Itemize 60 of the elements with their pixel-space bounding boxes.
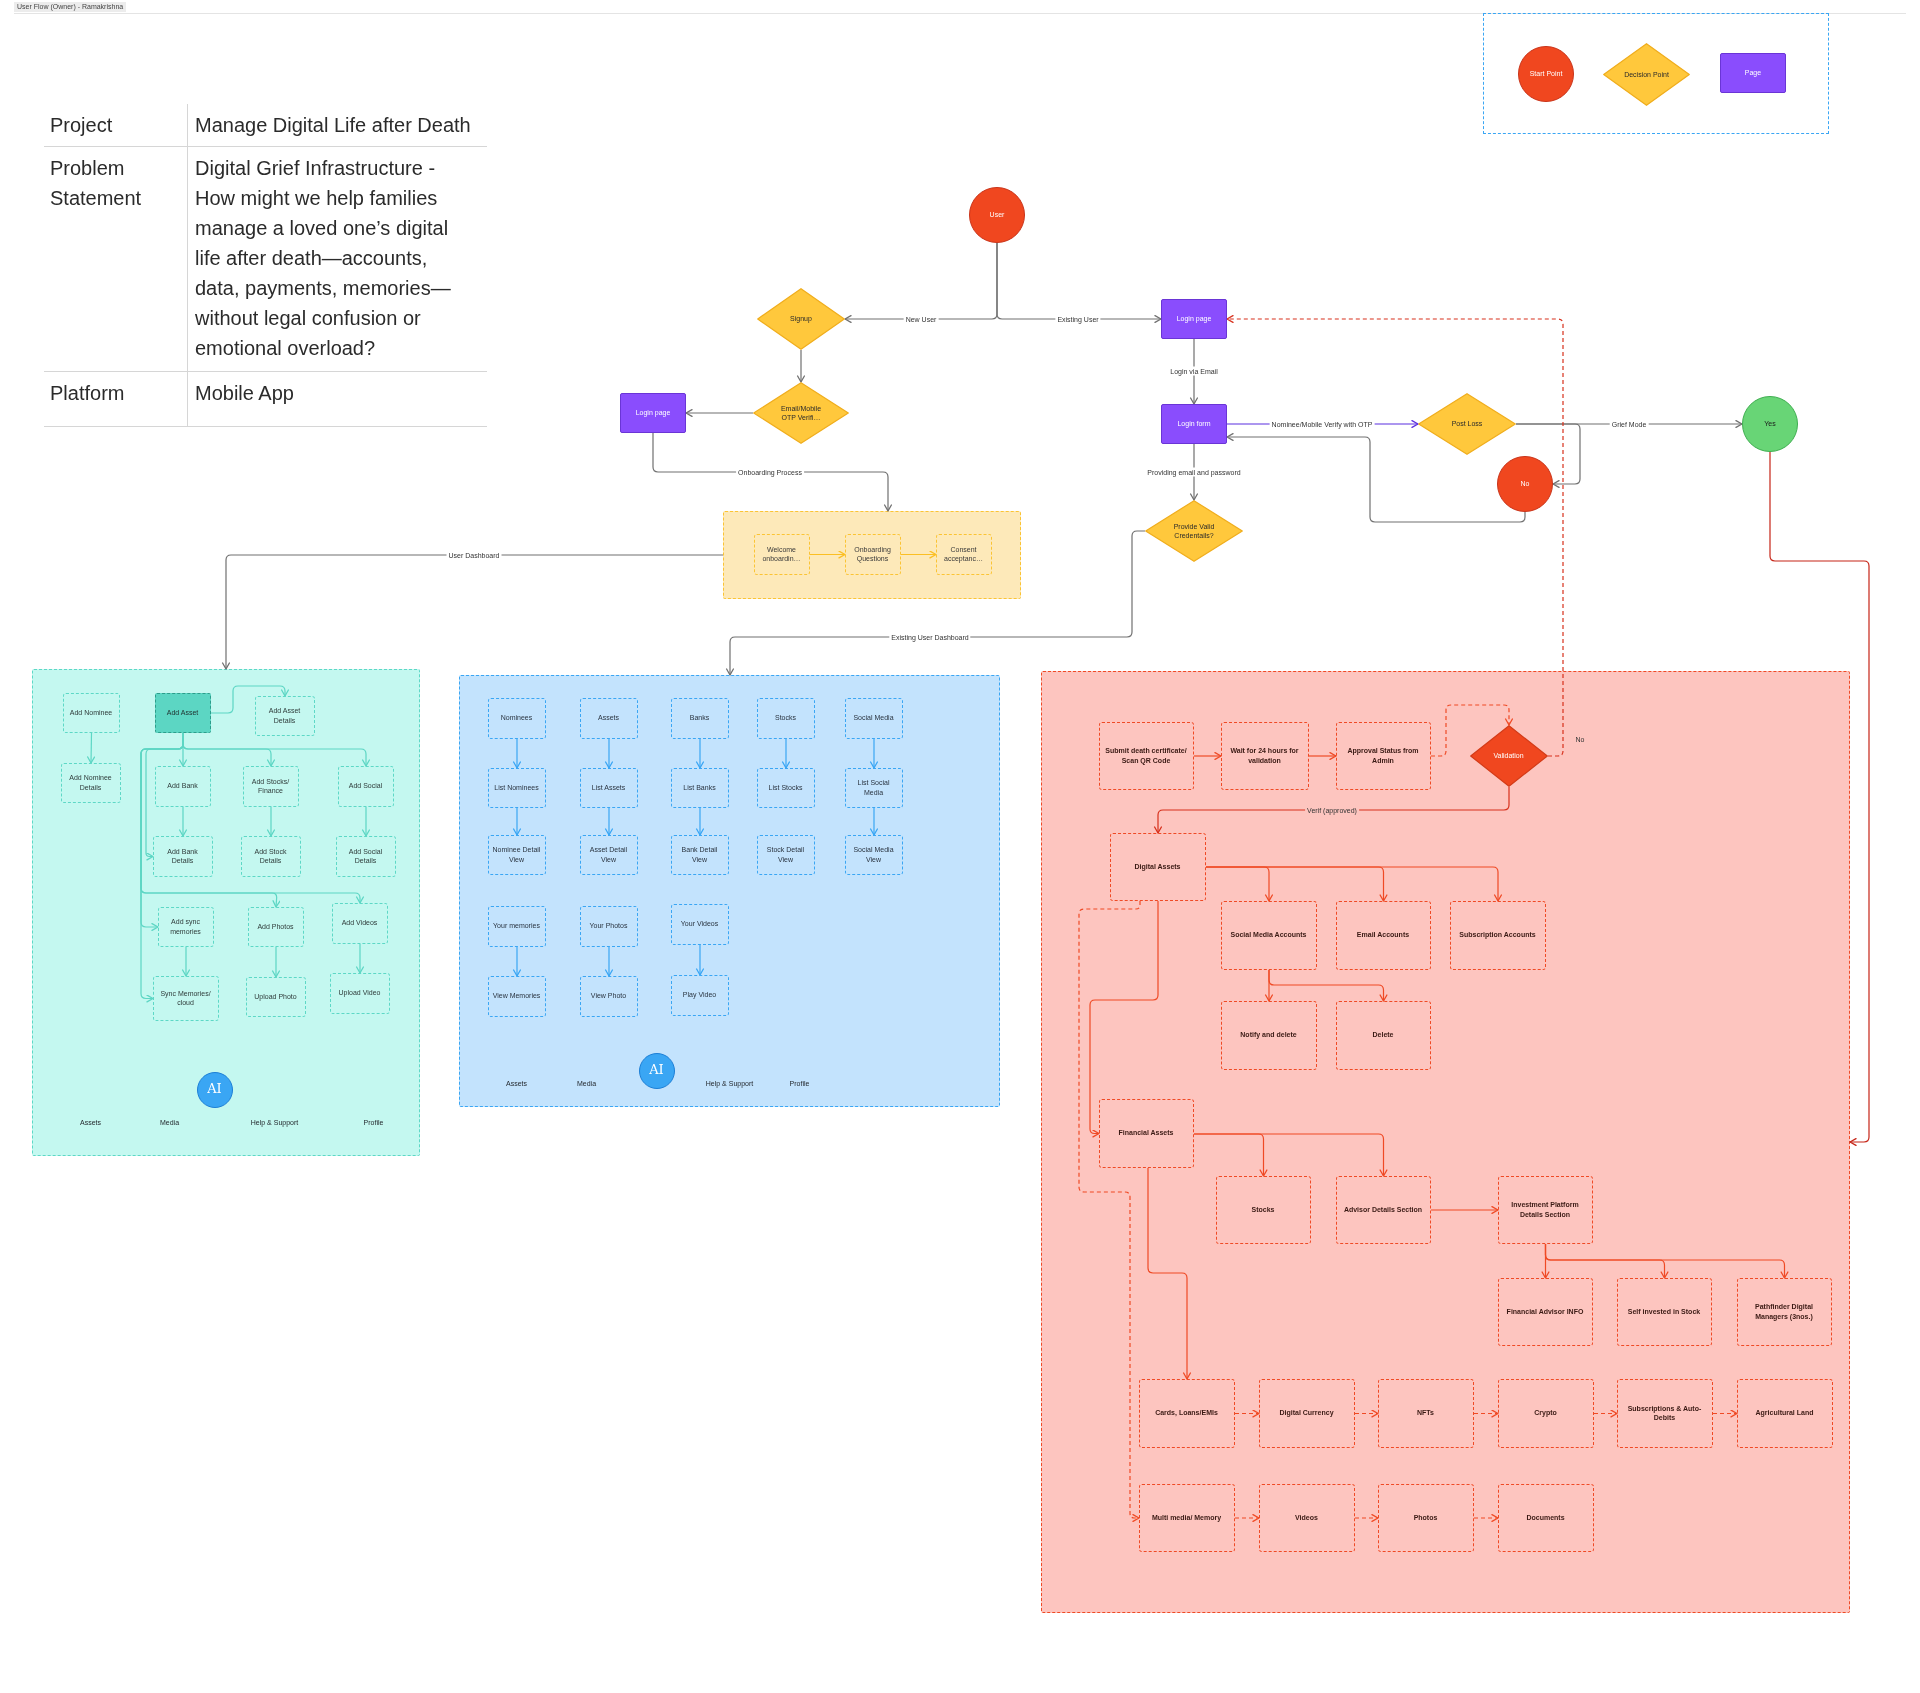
connector-arrow [512,946,522,977]
connector-arrow [512,807,522,836]
connector-arrow [1078,900,1141,1523]
connector-arrow [1354,1513,1379,1523]
connector-arrow [869,738,879,769]
onboarding-group [723,511,1021,599]
connector-arrow [1473,1409,1499,1418]
connector-arrow [1268,969,1388,1002]
row-value: Manage Digital Life after Death [187,104,487,146]
connector-arrow [1193,751,1222,761]
connector-arrow [695,738,705,769]
connector-arrow [796,349,806,383]
section-panel [32,669,420,1156]
row-label: Problem Statement [49,156,143,211]
connector-arrow [1593,1409,1618,1418]
connector-arrow [1308,751,1337,761]
row-label: Platform [49,381,126,406]
connector-arrow [178,806,188,837]
connector-arrow [1234,1513,1260,1523]
ai-circle: AI [196,1071,233,1108]
row-value: Mobile App [187,372,487,426]
connector-arrow [1712,1409,1738,1418]
row-label: Project [49,113,114,138]
connector-arrow [604,738,614,769]
connector-arrow [604,946,614,977]
connector-arrow [87,732,96,764]
connector-arrow [869,807,879,836]
connector-arrow [1147,1167,1192,1380]
section-panel [1041,671,1850,1613]
connector-arrow [361,806,371,837]
connector-arrow [1189,338,1199,405]
connector-arrow [1473,1513,1499,1523]
connector-arrow [1769,451,1870,1147]
connector-arrow [1234,1409,1260,1418]
connector-arrow [210,685,290,714]
connector-arrow [1205,866,1503,902]
connector-arrow [266,806,276,837]
connector-arrow [900,550,937,559]
connector-arrow [512,738,522,769]
connector-arrow [1089,900,1159,1138]
connector-arrow [695,807,705,836]
connector-arrow [1226,432,1526,523]
connector-arrow [181,946,191,977]
connector-arrow [1189,443,1199,501]
connector-arrow [221,554,724,670]
connector-arrow [355,943,365,974]
connector-arrow [809,550,846,559]
connector-arrow [685,408,754,418]
connector-arrow [1544,1243,1789,1279]
ai-circle: AI [638,1052,675,1089]
section-panel [459,675,1000,1107]
row-value: Digital Grief Infrastructure - How might we help families manage a loved one’s digital life after death—accounts, data, payments, memories—without legal confusion or emotional overload? [187,147,487,371]
connector-arrow [1515,423,1581,489]
connector-arrow [1430,1205,1499,1215]
connector-arrow [695,944,705,976]
connector-arrow [271,946,281,978]
connector-arrow [604,807,614,836]
connector-arrow [1193,1133,1388,1177]
connector-arrow [1354,1409,1379,1418]
connector-arrow [781,738,791,769]
